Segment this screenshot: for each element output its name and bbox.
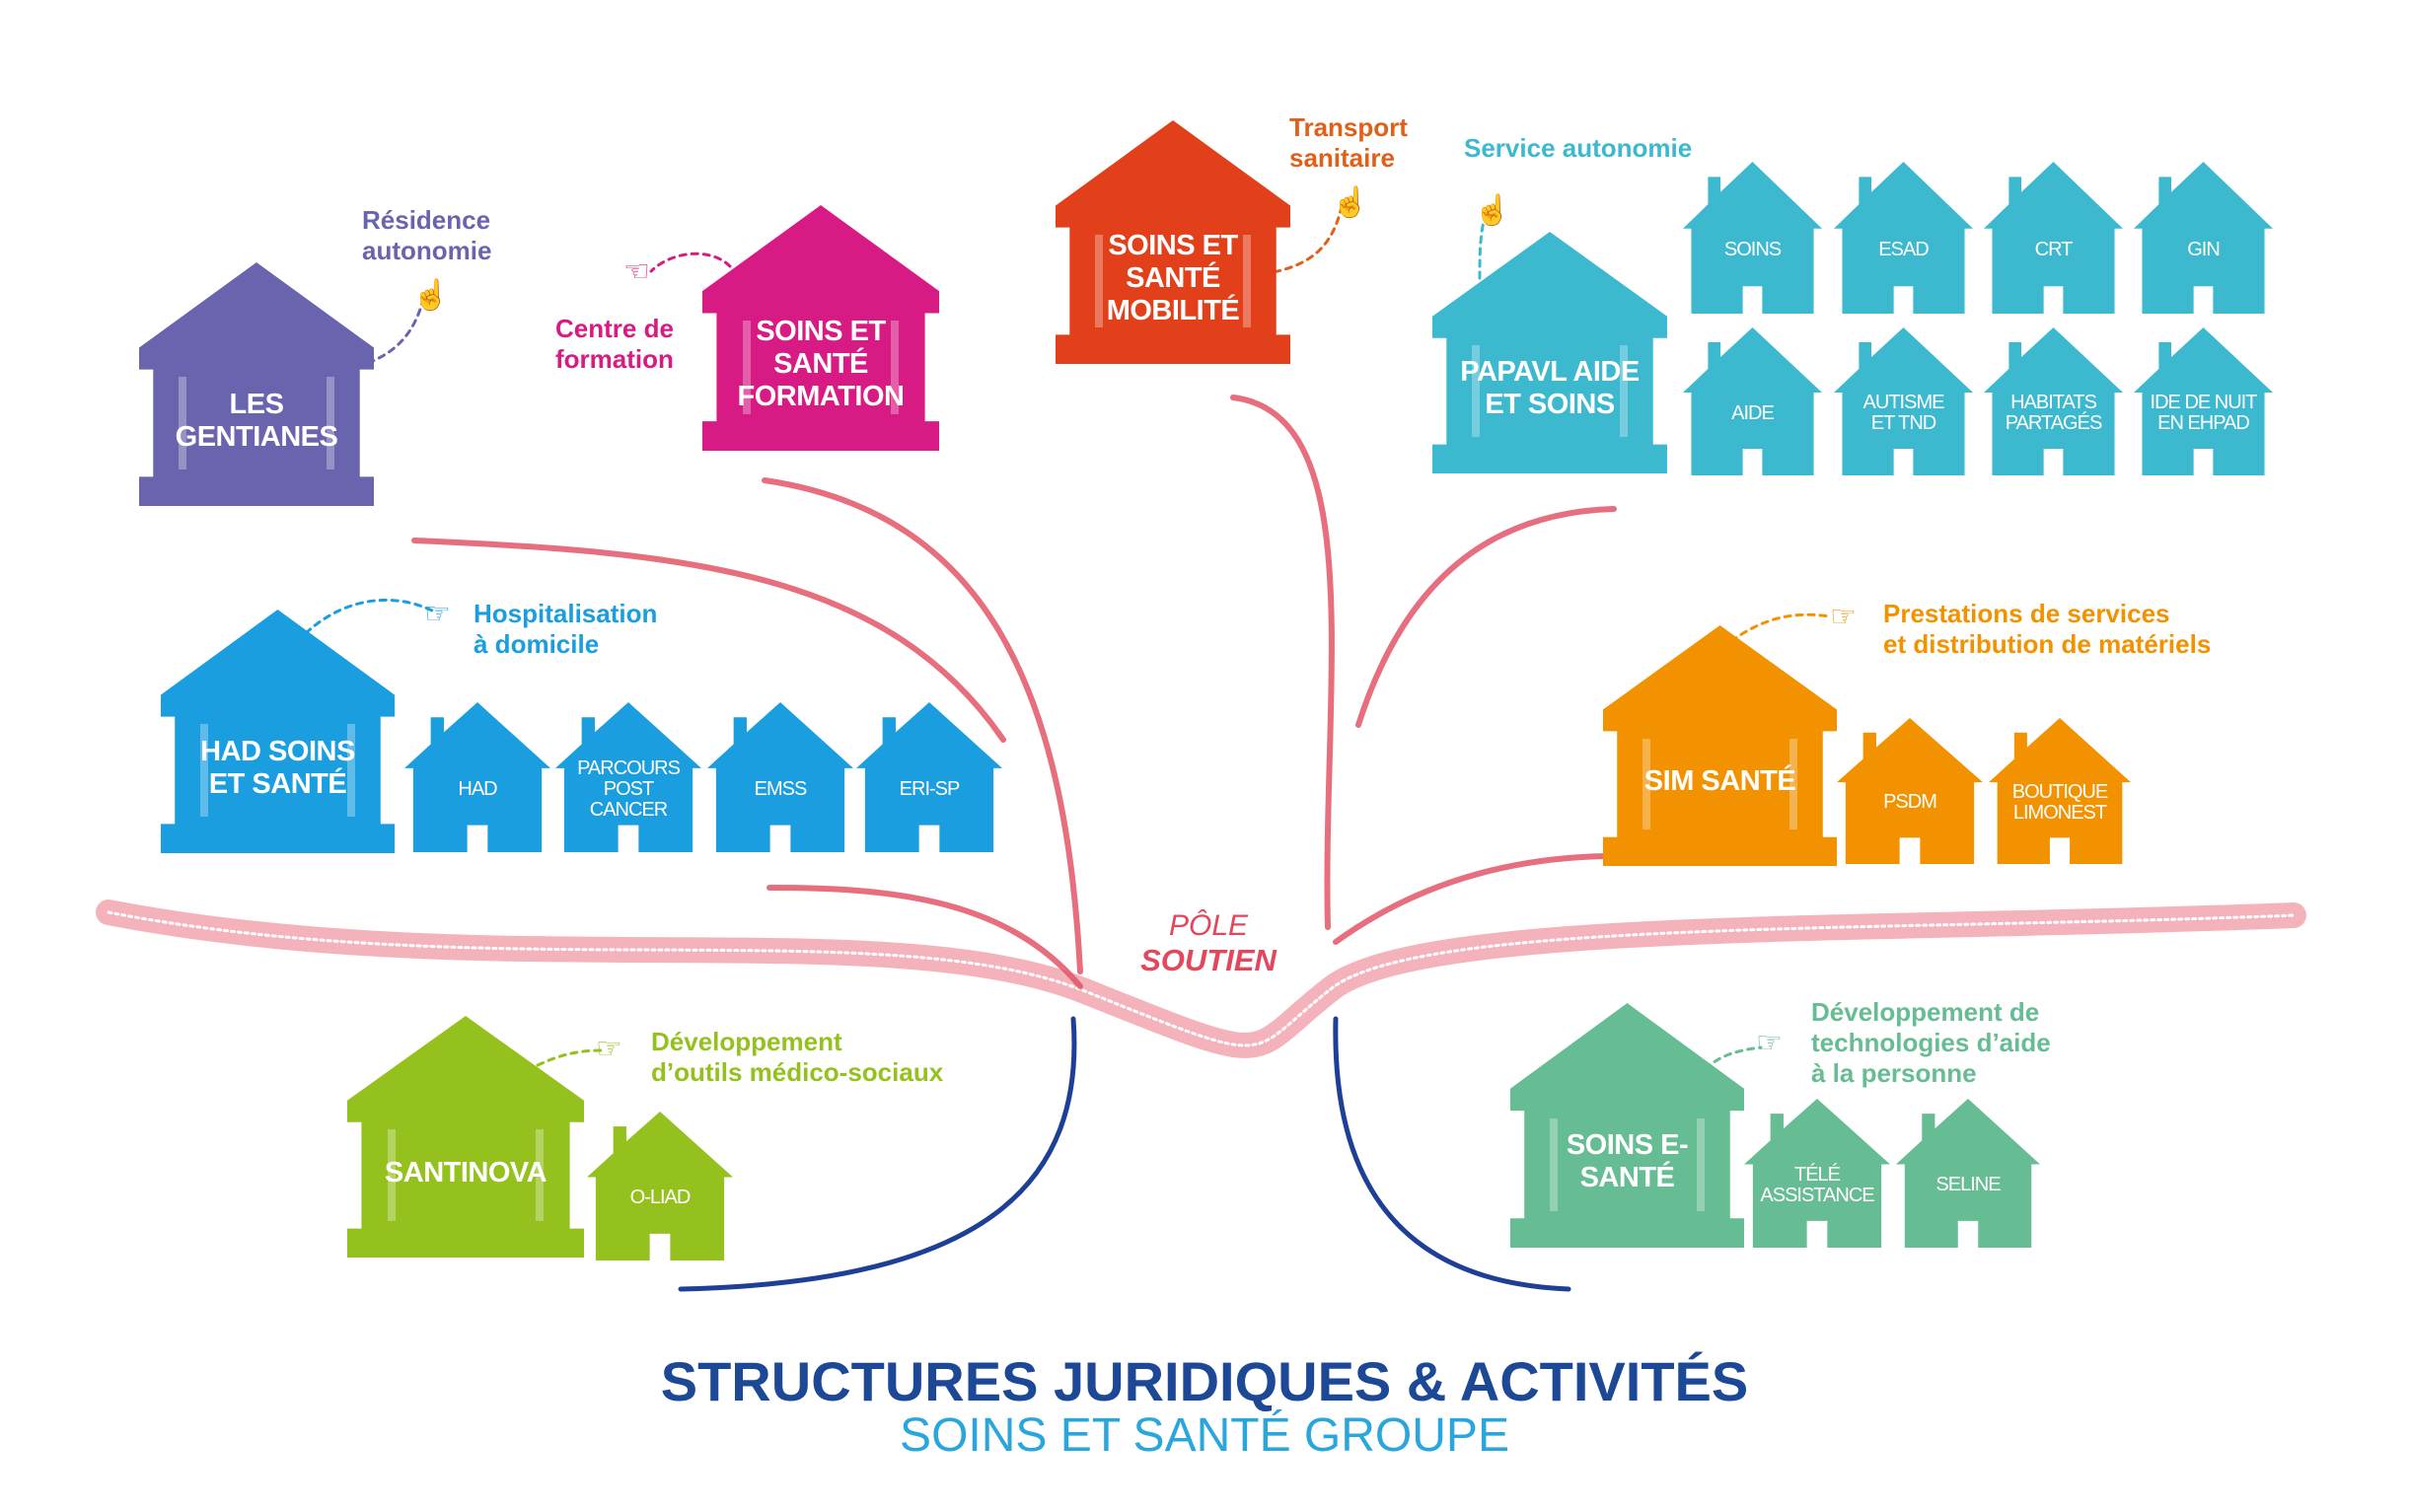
service-label: PARCOURS POST CANCER (577, 756, 681, 821)
service-o-liad: O-LIAD (587, 1112, 733, 1260)
service-ide-nuit-ehpad: IDE DE NUIT EN EHPAD (2134, 327, 2273, 475)
pointing-hand-icon: ☝ (1332, 186, 1369, 219)
service-boutique-limonest: BOUTIQUE LIMONEST (1989, 718, 2131, 864)
caption-technologies-aide: Développement de technologies d’aide à l… (1811, 997, 2051, 1088)
house-label: PAPAVL AIDE ET SOINS (1460, 356, 1640, 421)
service-label: HABITATS PARTAGÉS (2005, 392, 2103, 434)
service-habitats-partages: HABITATS PARTAGÉS (1984, 327, 2123, 475)
caption-service-autonomie: Service autonomie (1464, 133, 1693, 163)
pointing-hand-icon: ☝ (1474, 194, 1511, 227)
branch-formation (762, 477, 1083, 974)
caption-transport-sanitaire: Transport sanitaire (1289, 112, 1408, 173)
pointer-had (304, 598, 436, 635)
pointing-hand-icon: ☞ (424, 598, 451, 630)
pointing-hand-icon: ☞ (1830, 601, 1857, 633)
service-eri-sp: ERI-SP (856, 702, 1002, 852)
branch-sim (1333, 853, 1609, 945)
page-title: STRUCTURES JURIDIQUES & ACTIVITÉS (660, 1350, 1749, 1412)
service-had: HAD (404, 702, 550, 852)
service-label: IDE DE NUIT EN EHPAD (2150, 392, 2258, 434)
caption-prestations-services: Prestations de services et distribution … (1883, 599, 2212, 659)
pole-soutien-label: PÔLE SOUTIEN (1134, 909, 1282, 978)
caption-centre-formation: Centre de formation (555, 314, 674, 374)
service-parcours-post-cancer: PARCOURS POST CANCER (555, 702, 701, 852)
service-psdm: PSDM (1837, 718, 1983, 864)
service-aide: AIDE (1683, 327, 1822, 475)
service-autisme-tnd: AUTISME ET TND (1834, 327, 1973, 475)
house-papavl: PAPAVL AIDE ET SOINS (1432, 232, 1667, 473)
house-label: LES GENTIANES (175, 388, 338, 453)
service-teleassistance: TÉLÉ ASSISTANCE (1744, 1099, 1890, 1248)
house-label: SANTINOVA (384, 1156, 548, 1188)
house-sim-sante: SIM SANTÉ (1603, 625, 1837, 866)
branch-papavl (1355, 506, 1617, 728)
branch-gentianes (411, 538, 1006, 743)
windows (200, 724, 355, 817)
house-santinova: SANTINOVA (347, 1016, 584, 1258)
windows (1472, 345, 1628, 438)
house-label: HAD SOINS ET SANTÉ (200, 735, 355, 800)
service-seline: SELINE (1896, 1099, 2040, 1248)
pointer-formation (649, 252, 732, 273)
service-gin: GIN (2134, 162, 2273, 314)
service-label: TÉLÉ ASSISTANCE (1760, 1163, 1874, 1206)
branch-esante (1333, 1016, 1571, 1292)
central-ribbon-dots (107, 910, 2296, 1047)
caption-residence-autonomie: Résidence autonomie (362, 205, 492, 265)
pointer-santinova (536, 1048, 604, 1067)
house-soins-sante-formation: SOINS ET SANTÉ FORMATION (702, 205, 939, 451)
house-label: SOINS ET SANTÉ FORMATION (737, 316, 905, 413)
service-label: ESAD (1878, 238, 1929, 260)
service-label: O-LIAD (629, 1187, 692, 1209)
house-soins-sante-mobilite: SOINS ET SANTÉ MOBILITÉ (1056, 120, 1290, 364)
service-label: EMSS (754, 777, 808, 800)
windows (179, 377, 334, 469)
service-crt: CRT (1984, 162, 2123, 314)
service-label: HAD (458, 777, 497, 800)
service-label: SELINE (1935, 1174, 2001, 1196)
service-emss: EMSS (707, 702, 853, 852)
service-soins: SOINS (1683, 162, 1822, 314)
house-les-gentianes: LES GENTIANES (139, 262, 374, 506)
service-label: AUTISME ET TND (1862, 392, 1945, 434)
caption-outils-medico-sociaux: Développement d’outils médico-sociaux (651, 1027, 944, 1087)
pointer-esante (1695, 1045, 1763, 1079)
service-label: PSDM (1883, 791, 1937, 814)
house-label: SOINS ET SANTÉ MOBILITÉ (1106, 230, 1240, 327)
page-subtitle: SOINS ET SANTÉ GROUPE (900, 1409, 1509, 1462)
house-label: SIM SANTÉ (1643, 765, 1796, 798)
windows (742, 321, 900, 414)
service-label: SOINS (1723, 238, 1782, 260)
pointer-sim (1729, 612, 1832, 643)
windows (1642, 738, 1797, 830)
windows (387, 1129, 545, 1222)
pointing-hand-icon: ☜ (623, 255, 650, 288)
pole-line1: PÔLE (1168, 909, 1249, 942)
pointing-hand-icon: ☞ (596, 1033, 622, 1065)
house-had-soins-sante: HAD SOINS ET SANTÉ (161, 610, 395, 853)
service-label: CRT (2034, 238, 2074, 260)
pointing-hand-icon: ☞ (1756, 1027, 1783, 1059)
branch-mobilite (1230, 395, 1335, 930)
branch-had (766, 885, 1083, 989)
branch-santinova (678, 1016, 1077, 1292)
service-label: AIDE (1731, 401, 1775, 424)
house-label: SOINS E-SANTÉ (1566, 1129, 1689, 1194)
service-label: ERI-SP (899, 777, 961, 800)
windows (1095, 235, 1251, 327)
pole-line2: SOUTIEN (1140, 943, 1277, 977)
service-label: BOUTIQUE LIMONEST (2011, 780, 2108, 824)
house-soins-e-sante: SOINS E-SANTÉ (1510, 1003, 1744, 1248)
windows (1550, 1117, 1705, 1211)
service-esad: ESAD (1834, 162, 1973, 314)
pointer-papavl (1478, 215, 1487, 280)
pointing-hand-icon: ☝ (412, 279, 450, 312)
pointer-mobilite (1261, 205, 1344, 276)
caption-hospitalisation-domicile: Hospitalisation à domicile (474, 599, 658, 659)
service-label: GIN (2187, 238, 2221, 260)
